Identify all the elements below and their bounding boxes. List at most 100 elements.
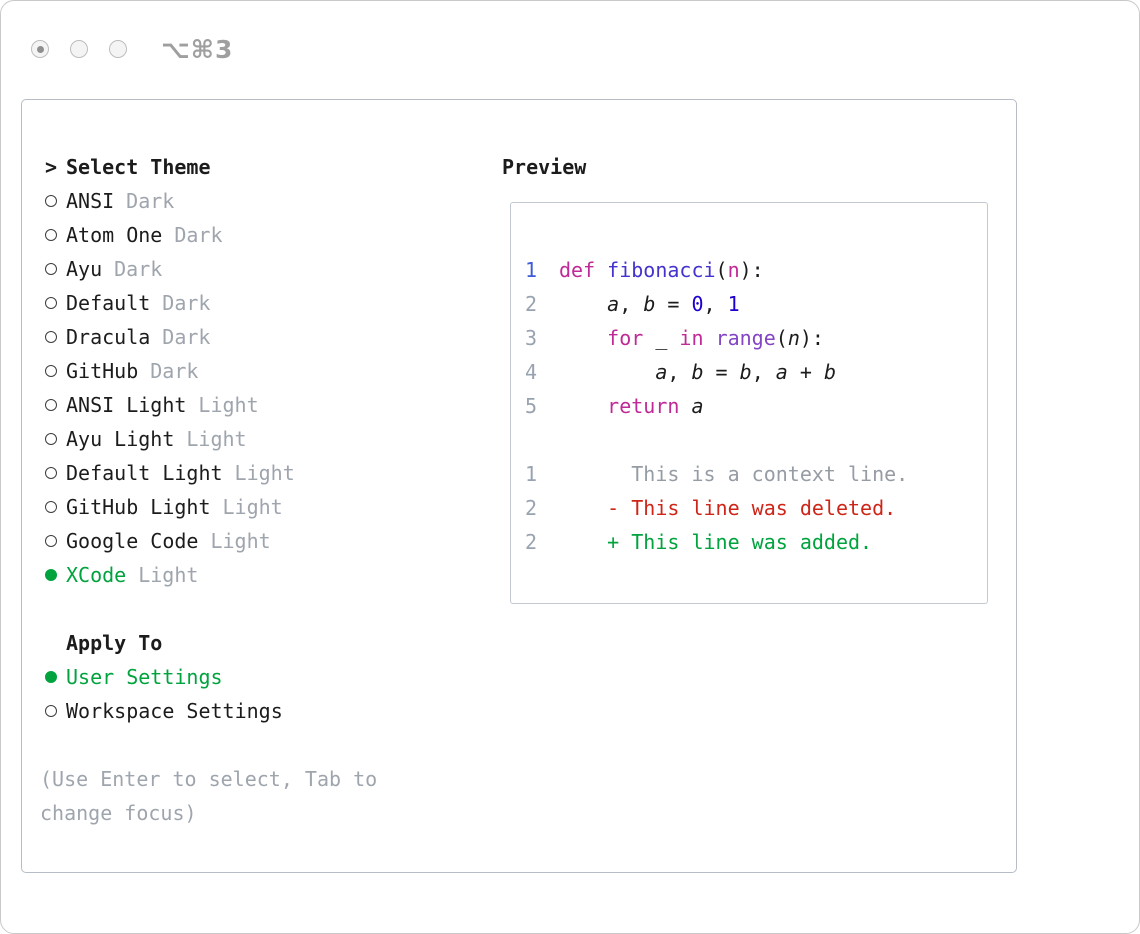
theme-name: GitHub bbox=[66, 359, 139, 383]
radio-icon bbox=[45, 229, 57, 241]
select-theme-title: Select Theme bbox=[66, 155, 211, 179]
theme-variant-label: Light bbox=[222, 495, 283, 519]
select-theme-title-row: > Select Theme bbox=[40, 150, 484, 184]
code-line: 4 a, b = b, a + b bbox=[525, 355, 987, 389]
window-button-3[interactable] bbox=[109, 40, 127, 58]
theme-variant-label: Light bbox=[198, 393, 259, 417]
theme-option-default[interactable]: Default Dark bbox=[40, 286, 484, 320]
theme-variant-label: Light bbox=[138, 563, 199, 587]
line-number: 2 bbox=[525, 530, 538, 554]
theme-name: Default bbox=[66, 291, 151, 315]
theme-name: ANSI Light bbox=[66, 393, 187, 417]
code-text: - This line was deleted. bbox=[559, 496, 897, 520]
radio-icon bbox=[45, 501, 57, 513]
line-number: 2 bbox=[525, 292, 538, 316]
theme-option-dracula[interactable]: Dracula Dark bbox=[40, 320, 484, 354]
line-number: 1 bbox=[525, 258, 538, 282]
theme-name: GitHub Light bbox=[66, 495, 211, 519]
focus-caret-icon: > bbox=[45, 155, 58, 179]
radio-icon bbox=[45, 535, 57, 547]
code-line: 3 for _ in range(n): bbox=[525, 321, 987, 355]
preview-title: Preview bbox=[502, 155, 587, 179]
code-text: This is a context line. bbox=[559, 462, 909, 486]
radio-selected-icon bbox=[45, 671, 57, 683]
apply-to-title: Apply To bbox=[66, 631, 163, 655]
theme-option-default-light[interactable]: Default Light Light bbox=[40, 456, 484, 490]
theme-option-ansi-light[interactable]: ANSI Light Light bbox=[40, 388, 484, 422]
theme-name: Ayu bbox=[66, 257, 103, 281]
theme-option-github[interactable]: GitHub Dark bbox=[40, 354, 484, 388]
radio-icon bbox=[45, 263, 57, 275]
radio-icon bbox=[45, 705, 57, 717]
line-number: 4 bbox=[525, 360, 538, 384]
apply-option-user-settings[interactable]: User Settings bbox=[40, 660, 484, 694]
theme-option-ansi[interactable]: ANSI Dark bbox=[40, 184, 484, 218]
radio-icon bbox=[45, 399, 57, 411]
code-text: + This line was added. bbox=[559, 530, 873, 554]
titlebar: ⌥⌘3 bbox=[1, 1, 1139, 69]
theme-option-xcode[interactable]: XCode Light bbox=[40, 558, 484, 592]
theme-name: XCode bbox=[66, 563, 127, 587]
theme-option-github-light[interactable]: GitHub Light Light bbox=[40, 490, 484, 524]
theme-variant-label: Dark bbox=[114, 257, 163, 281]
theme-variant-label: Dark bbox=[162, 325, 211, 349]
line-number: 3 bbox=[525, 326, 538, 350]
code-text: a, b = 0, 1 bbox=[607, 292, 740, 316]
code-line: 5 return a bbox=[525, 389, 987, 423]
theme-option-ayu[interactable]: Ayu Dark bbox=[40, 252, 484, 286]
line-number: 5 bbox=[525, 394, 538, 418]
window-button-2[interactable] bbox=[70, 40, 88, 58]
theme-variant-label: Light bbox=[186, 427, 247, 451]
code-line: 2 - This line was deleted. bbox=[525, 491, 987, 525]
keyboard-shortcut-label: ⌥⌘3 bbox=[161, 34, 234, 64]
theme-option-atom-one[interactable]: Atom One Dark bbox=[40, 218, 484, 252]
radio-icon bbox=[45, 433, 57, 445]
window-button-active-dot-icon bbox=[36, 45, 44, 53]
theme-variant-label: Light bbox=[210, 529, 271, 553]
theme-option-ayu-light[interactable]: Ayu Light Light bbox=[40, 422, 484, 456]
code-text: for _ in range(n): bbox=[607, 326, 824, 350]
radio-icon bbox=[45, 297, 57, 309]
theme-name: Google Code bbox=[66, 529, 199, 553]
code-line bbox=[525, 423, 987, 457]
theme-name: Dracula bbox=[66, 325, 151, 349]
theme-option-google-code[interactable]: Google Code Light bbox=[40, 524, 484, 558]
code-text: a, b = b, a + b bbox=[655, 360, 836, 384]
window-button-1[interactable] bbox=[31, 40, 49, 58]
code-line: 2 + This line was added. bbox=[525, 525, 987, 559]
line-number: 1 bbox=[525, 462, 538, 486]
radio-icon bbox=[45, 365, 57, 377]
theme-name: Ayu Light bbox=[66, 427, 175, 451]
apply-option-label: Workspace Settings bbox=[66, 699, 283, 723]
theme-variant-label: Light bbox=[234, 461, 295, 485]
theme-name: ANSI bbox=[66, 189, 115, 213]
theme-variant-label: Dark bbox=[174, 223, 223, 247]
apply-option-workspace-settings[interactable]: Workspace Settings bbox=[40, 694, 484, 728]
radio-icon bbox=[45, 195, 57, 207]
line-number: 2 bbox=[525, 496, 538, 520]
hint-text: (Use Enter to select, Tab to change focu… bbox=[40, 767, 378, 825]
code-text: return a bbox=[607, 394, 704, 418]
code-line: 2 a, b = 0, 1 bbox=[525, 287, 987, 321]
theme-variant-label: Dark bbox=[150, 359, 199, 383]
code-text: def fibonacci(n): bbox=[559, 258, 764, 282]
window-controls bbox=[31, 40, 127, 58]
radio-selected-icon bbox=[45, 569, 57, 581]
radio-icon bbox=[45, 331, 57, 343]
line-number bbox=[525, 423, 539, 457]
theme-variant-label: Dark bbox=[162, 291, 211, 315]
theme-name: Atom One bbox=[66, 223, 163, 247]
theme-name: Default Light bbox=[66, 461, 223, 485]
theme-variant-label: Dark bbox=[126, 189, 175, 213]
code-line: 1 def fibonacci(n): bbox=[525, 253, 987, 287]
apply-option-label: User Settings bbox=[66, 665, 223, 689]
